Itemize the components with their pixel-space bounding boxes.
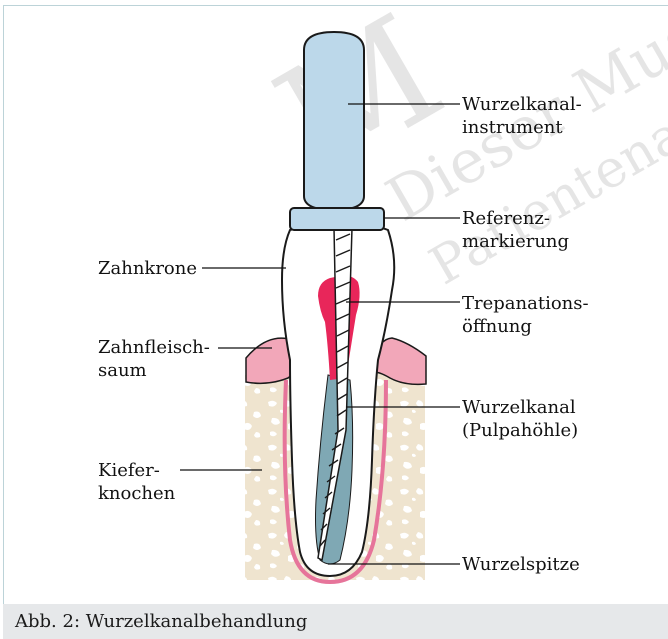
reference-marker	[290, 208, 384, 230]
label-root-tip: Wurzelspitze	[462, 553, 580, 576]
label-root-canal: Wurzelkanal(Pulpahöhle)	[462, 396, 578, 442]
label-instrument: Wurzelkanal-instrument	[462, 93, 582, 139]
caption-bar: Abb. 2: Wurzelkanalbehandlung	[3, 604, 668, 639]
label-reference-mark: Referenz-markierung	[462, 207, 569, 253]
figure-caption: Abb. 2: Wurzelkanalbehandlung	[15, 611, 307, 632]
label-gum: Zahnfleisch-saum	[98, 336, 210, 382]
label-crown: Zahnkrone	[98, 257, 197, 280]
instrument-handle	[304, 32, 364, 210]
label-jawbone: Kiefer-knochen	[98, 459, 175, 505]
label-trepanation: Trepanations-öffnung	[462, 292, 589, 338]
